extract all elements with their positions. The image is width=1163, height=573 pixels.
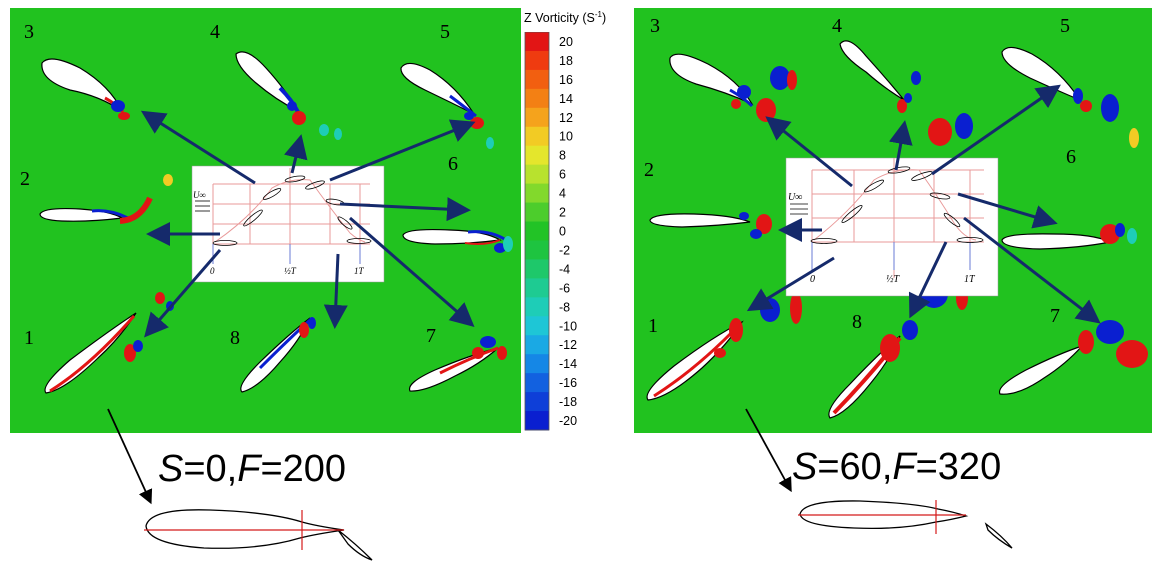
colorbar-tick-label: 2: [559, 206, 566, 220]
airfoil-stage-8: [828, 280, 968, 419]
vortex-negative: [111, 100, 125, 112]
stage-label-7: 7: [426, 325, 436, 347]
colorbar-tick-label: 4: [559, 187, 566, 201]
stage-label-1: 1: [24, 327, 34, 349]
tick-half-label: ½T: [284, 266, 297, 276]
vortex-negative: [287, 101, 297, 111]
colorbar-tick-label: -6: [559, 281, 570, 295]
colorbar-swatch: [525, 297, 549, 317]
airfoil-stage-7: [998, 320, 1148, 395]
section-pointer-right: [745, 408, 792, 493]
colorbar-tick-label: 10: [559, 130, 573, 144]
colorbar-tick-label: 20: [559, 35, 573, 49]
airfoil-stage-3: [41, 58, 130, 120]
stage-label-3: 3: [650, 15, 660, 37]
airfoil-stage-4: [839, 40, 973, 146]
colorbar-tick-label: 8: [559, 149, 566, 163]
stage-label-4: 4: [210, 21, 220, 43]
colorbar-tick-label: 0: [559, 225, 566, 239]
colorbar-tick-label: -16: [559, 376, 577, 390]
stage-arrows: [140, 110, 476, 338]
tick-0-label: 0: [810, 274, 815, 285]
colorbar-swatch: [525, 88, 549, 109]
tick-1t-label: 1T: [354, 266, 365, 276]
colorbar-tick-label: 18: [559, 54, 573, 68]
stage-arrows: [746, 84, 1101, 324]
airfoil-stage-5: [400, 62, 494, 149]
colorbar-tick-label: -10: [559, 319, 577, 333]
section-pointer-left: [107, 408, 153, 505]
colorbar-swatch: [525, 373, 549, 393]
motion-schematic-inset: U∞ 0 ½T 1T: [785, 157, 999, 297]
vorticity-colorbar: 20181614121086420-2-4-6-8-10-12-14-16-18…: [524, 32, 577, 431]
colorbar-tick-label: 6: [559, 168, 566, 182]
stage-label-1: 1: [648, 315, 658, 337]
colorbar-tick-label: 12: [559, 111, 573, 125]
stage-label-5: 5: [1060, 15, 1070, 37]
colorbar-swatch: [525, 32, 549, 52]
stage-label-6: 6: [1066, 146, 1076, 168]
colorbar-swatch: [525, 69, 549, 90]
colorbar-swatch: [525, 164, 549, 185]
freestream-label: U∞: [193, 190, 206, 200]
tick-1t-label: 1T: [964, 274, 976, 285]
colorbar-swatch: [525, 107, 549, 128]
stage-label-8: 8: [230, 327, 240, 349]
colorbar-swatch: [525, 278, 549, 298]
stage-label-2: 2: [644, 159, 654, 181]
colorbar-tick-label: -12: [559, 338, 577, 352]
colorbar-title: Z Vorticity (S-1): [524, 10, 607, 26]
stage-label-5: 5: [440, 21, 450, 43]
colorbar-tick-label: 14: [559, 92, 573, 106]
colorbar-swatch: [525, 259, 549, 279]
vortex-positive: [292, 111, 306, 125]
colorbar-swatch: [525, 183, 549, 204]
params-label-right: S=60,F=320: [792, 446, 1002, 488]
airfoil-section-right: [798, 500, 1013, 549]
vortex-positive: [118, 112, 130, 120]
airfoil-stage-6: [402, 228, 513, 253]
flow-field-panel-right: U∞ 0 ½T 1T 1 2 3 4 5 6 7 8: [634, 8, 1152, 433]
airfoil-stage-4: [235, 51, 342, 140]
vortex-negative: [464, 112, 474, 120]
colorbar-tick-label: -2: [559, 243, 570, 257]
stage-label-7: 7: [1050, 305, 1060, 327]
colorbar-tick-label: -8: [559, 300, 570, 314]
airfoil-stage-6: [1001, 223, 1137, 250]
params-label-left: S=0,F=200: [158, 448, 347, 490]
airfoil-stage-7: [408, 336, 507, 392]
stage-label-6: 6: [448, 153, 458, 175]
stage-label-8: 8: [852, 311, 862, 333]
stage-label-3: 3: [24, 21, 34, 43]
colorbar-swatch: [525, 392, 549, 412]
colorbar-swatch: [525, 335, 549, 355]
stage-label-4: 4: [832, 15, 842, 37]
colorbar-tick-label: -4: [559, 262, 570, 276]
colorbar-swatch: [525, 50, 549, 71]
colorbar-tick-label: -14: [559, 357, 577, 371]
colorbar-tick-label: 16: [559, 73, 573, 87]
tick-half-label: ½T: [886, 274, 901, 285]
stage-label-2: 2: [20, 168, 30, 190]
colorbar-tick-label: -18: [559, 395, 577, 409]
airfoil-stage-3: [669, 53, 797, 122]
colorbar-swatch: [525, 316, 549, 336]
colorbar-swatch: [525, 240, 549, 260]
colorbar-swatch: [525, 354, 549, 374]
airfoil-stage-2: [649, 212, 772, 239]
colorbar-swatch: [525, 202, 549, 223]
colorbar-tick-label: -20: [559, 414, 577, 428]
airfoil-stage-8: [240, 317, 316, 393]
airfoil-stage-2: [39, 174, 173, 224]
colorbar-swatch: [525, 221, 549, 241]
colorbar-swatch: [525, 145, 549, 166]
tick-0-label: 0: [210, 266, 215, 276]
colorbar-swatch: [525, 126, 549, 147]
freestream-label: U∞: [788, 192, 802, 203]
airfoil-section-left: [144, 509, 373, 561]
flow-field-panel-left: U∞ 0 ½T 1T 1 2 3 4 5 6 7 8: [10, 8, 521, 433]
colorbar-swatch: [525, 411, 549, 431]
